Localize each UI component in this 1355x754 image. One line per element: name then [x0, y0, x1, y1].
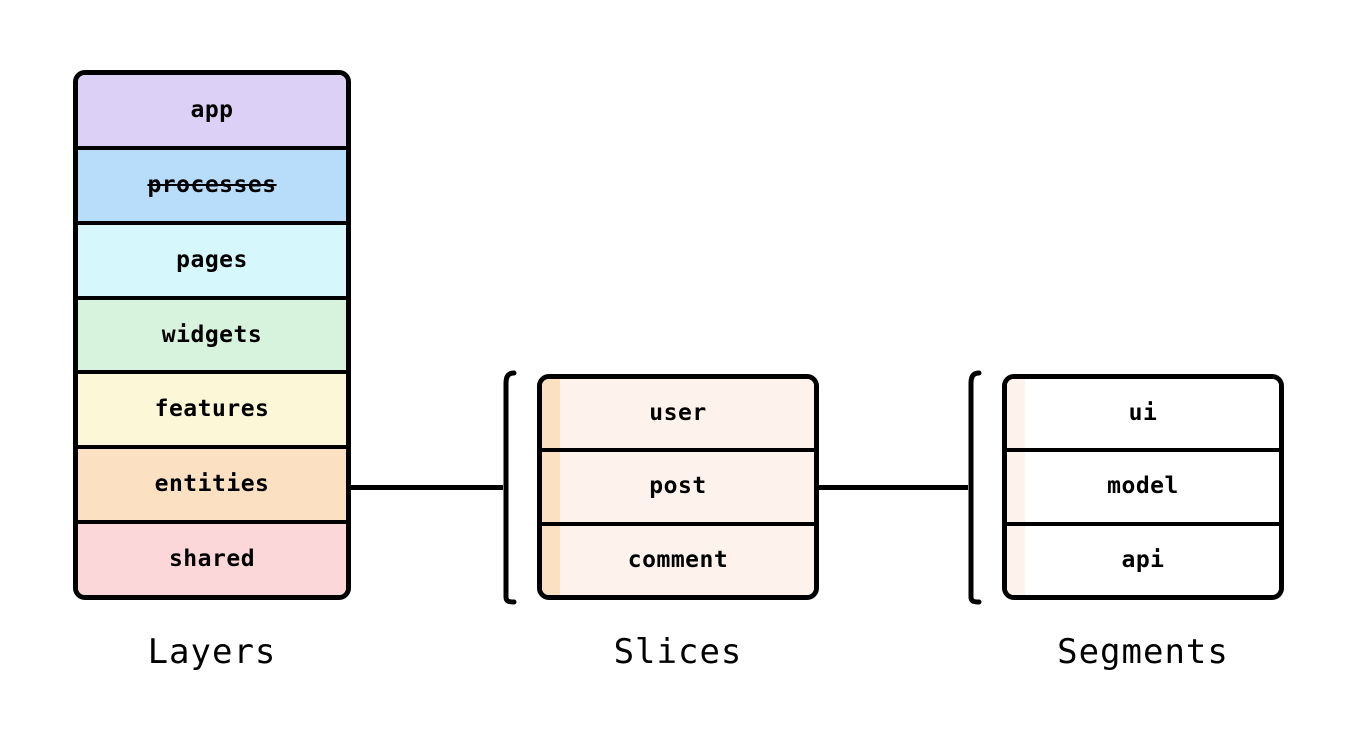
segment-label-model: model — [1107, 473, 1179, 500]
slice-label-user: user — [649, 400, 707, 427]
layer-label-entities: entities — [154, 471, 270, 498]
layer-row-pages[interactable]: pages — [78, 224, 346, 300]
layer-row-shared[interactable]: shared — [78, 524, 346, 595]
segment-label-api: api — [1121, 546, 1165, 573]
slice-row-user[interactable]: user — [542, 379, 814, 453]
connector-slices-to-segments — [819, 485, 968, 490]
caption-segments: Segments — [1057, 632, 1229, 672]
slice-row-post[interactable]: post — [542, 452, 814, 526]
layer-label-pages: pages — [176, 246, 248, 273]
slices-bracket-icon — [494, 370, 517, 605]
slice-row-comment[interactable]: comment — [542, 525, 814, 595]
slice-stripe-post — [542, 452, 560, 522]
layer-row-processes[interactable]: processes — [78, 149, 346, 225]
slice-label-comment: comment — [627, 546, 729, 573]
layers-stack: app processes pages widgets features ent… — [73, 70, 351, 600]
layer-label-processes: processes — [147, 171, 277, 198]
segment-stripe-model — [1007, 452, 1025, 522]
layer-label-widgets: widgets — [161, 321, 263, 348]
connector-layers-to-slices — [351, 485, 503, 490]
segment-stripe-ui — [1007, 379, 1025, 449]
layer-row-app[interactable]: app — [78, 75, 346, 150]
caption-slices: Slices — [613, 632, 743, 672]
slice-stripe-comment — [542, 525, 560, 595]
segment-stripe-api — [1007, 525, 1025, 595]
segments-stack: ui model api — [1002, 374, 1284, 600]
segments-bracket-icon — [959, 370, 982, 605]
caption-layers: Layers — [147, 632, 277, 672]
layer-label-shared: shared — [168, 546, 256, 573]
layer-row-features[interactable]: features — [78, 374, 346, 450]
segment-label-ui: ui — [1128, 400, 1158, 427]
segment-row-model[interactable]: model — [1007, 452, 1279, 526]
segment-row-ui[interactable]: ui — [1007, 379, 1279, 453]
slice-label-post: post — [649, 473, 707, 500]
segment-row-api[interactable]: api — [1007, 525, 1279, 595]
layer-row-widgets[interactable]: widgets — [78, 299, 346, 375]
layer-label-features: features — [154, 396, 270, 423]
layer-label-app: app — [190, 96, 234, 123]
slice-stripe-user — [542, 379, 560, 449]
layer-row-entities[interactable]: entities — [78, 449, 346, 525]
slices-stack: user post comment — [537, 374, 819, 600]
